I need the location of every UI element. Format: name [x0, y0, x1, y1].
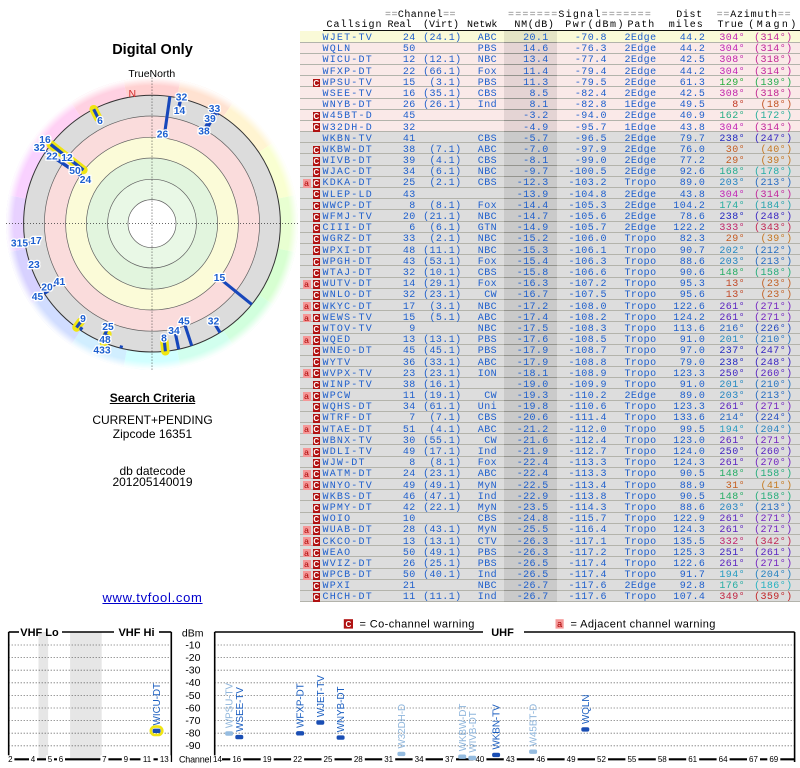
svg-text:34: 34 [415, 755, 424, 764]
svg-text:32: 32 [34, 143, 46, 154]
svg-text:41: 41 [54, 277, 66, 288]
svg-text:25: 25 [102, 322, 114, 333]
svg-text:WIVB-DT: WIVB-DT [468, 711, 479, 752]
svg-text:34: 34 [168, 326, 180, 337]
svg-text:16: 16 [232, 755, 241, 764]
svg-text:W45BT-D: W45BT-D [529, 704, 540, 746]
svg-text:26: 26 [157, 130, 169, 141]
svg-text:6: 6 [97, 116, 103, 127]
svg-text:WQLN: WQLN [581, 695, 592, 724]
svg-text:14: 14 [213, 755, 222, 764]
svg-text:= Adjacent channel warning: = Adjacent channel warning [571, 619, 716, 631]
svg-text:12: 12 [61, 153, 73, 164]
svg-text:Channel: Channel [179, 754, 211, 764]
svg-text:-80: -80 [185, 728, 200, 740]
svg-text:20: 20 [41, 283, 53, 294]
svg-text:40: 40 [475, 755, 484, 764]
svg-text:38: 38 [198, 127, 210, 138]
svg-text:WFXP-DT: WFXP-DT [296, 683, 307, 728]
svg-text:-70: -70 [185, 715, 200, 727]
svg-text:-40: -40 [185, 677, 200, 689]
svg-text:dBm: dBm [182, 628, 204, 640]
svg-text:VHF Hi: VHF Hi [118, 627, 154, 639]
svg-text:-90: -90 [185, 740, 200, 752]
svg-text:WNYB-DT: WNYB-DT [336, 686, 347, 732]
svg-text:50: 50 [69, 166, 81, 177]
svg-text:C: C [346, 620, 352, 629]
svg-text:33: 33 [209, 104, 221, 115]
svg-text:5: 5 [48, 755, 53, 764]
svg-text:69: 69 [769, 755, 778, 764]
svg-text:64: 64 [719, 755, 728, 764]
svg-text:WKBW-DT: WKBW-DT [458, 704, 469, 752]
svg-text:-20: -20 [185, 652, 200, 664]
svg-text:45: 45 [32, 292, 44, 303]
svg-text:13: 13 [160, 755, 169, 764]
svg-text:a: a [557, 619, 562, 629]
svg-text:8: 8 [161, 334, 167, 345]
svg-text:11: 11 [143, 755, 152, 764]
svg-text:4: 4 [31, 755, 36, 764]
svg-text:37: 37 [445, 755, 454, 764]
svg-text:32: 32 [208, 317, 220, 328]
svg-text:17: 17 [30, 236, 42, 247]
svg-text:14: 14 [174, 106, 186, 117]
svg-text:TrueNorth: TrueNorth [128, 68, 175, 80]
svg-text:22: 22 [293, 755, 302, 764]
svg-text:W32DH-D: W32DH-D [397, 704, 408, 749]
svg-text:-60: -60 [185, 702, 200, 714]
svg-text:55: 55 [627, 755, 636, 764]
svg-text:433: 433 [93, 346, 110, 357]
svg-text:WSEE-TV: WSEE-TV [235, 687, 246, 732]
svg-text:-10: -10 [185, 639, 200, 651]
svg-text:7: 7 [102, 755, 107, 764]
svg-text:UHF: UHF [491, 627, 514, 639]
svg-text:31: 31 [384, 755, 393, 764]
svg-text:VHF Lo: VHF Lo [20, 627, 59, 639]
svg-text:WICU-DT: WICU-DT [152, 683, 163, 725]
svg-text:19: 19 [263, 755, 272, 764]
svg-text:25: 25 [324, 755, 333, 764]
svg-text:61: 61 [688, 755, 697, 764]
svg-text:28: 28 [354, 755, 363, 764]
svg-text:58: 58 [658, 755, 667, 764]
svg-text:22: 22 [46, 152, 58, 163]
svg-text:9: 9 [124, 755, 129, 764]
svg-text:39: 39 [204, 114, 216, 125]
svg-text:315: 315 [11, 239, 28, 250]
svg-text:= Co-channel warning: = Co-channel warning [360, 619, 475, 631]
svg-text:N: N [129, 88, 137, 100]
svg-text:16: 16 [39, 135, 51, 146]
svg-text:52: 52 [597, 755, 606, 764]
svg-text:WJET-TV: WJET-TV [316, 675, 327, 717]
svg-text:67: 67 [749, 755, 758, 764]
svg-text:6: 6 [59, 755, 64, 764]
svg-text:9: 9 [80, 314, 86, 325]
svg-text:-30: -30 [185, 665, 200, 677]
svg-text:15: 15 [214, 273, 226, 284]
svg-text:49: 49 [567, 755, 576, 764]
svg-text:48: 48 [99, 335, 111, 346]
svg-text:23: 23 [28, 260, 40, 271]
svg-text:-50: -50 [185, 690, 200, 702]
svg-text:46: 46 [536, 755, 545, 764]
svg-text:32: 32 [176, 93, 188, 104]
svg-text:WKBN-TV: WKBN-TV [492, 704, 503, 750]
svg-text:45: 45 [178, 317, 190, 328]
svg-text:43: 43 [506, 755, 515, 764]
svg-text:24: 24 [80, 175, 92, 186]
svg-text:WPSU-TV: WPSU-TV [225, 682, 236, 728]
svg-text:2: 2 [8, 755, 13, 764]
